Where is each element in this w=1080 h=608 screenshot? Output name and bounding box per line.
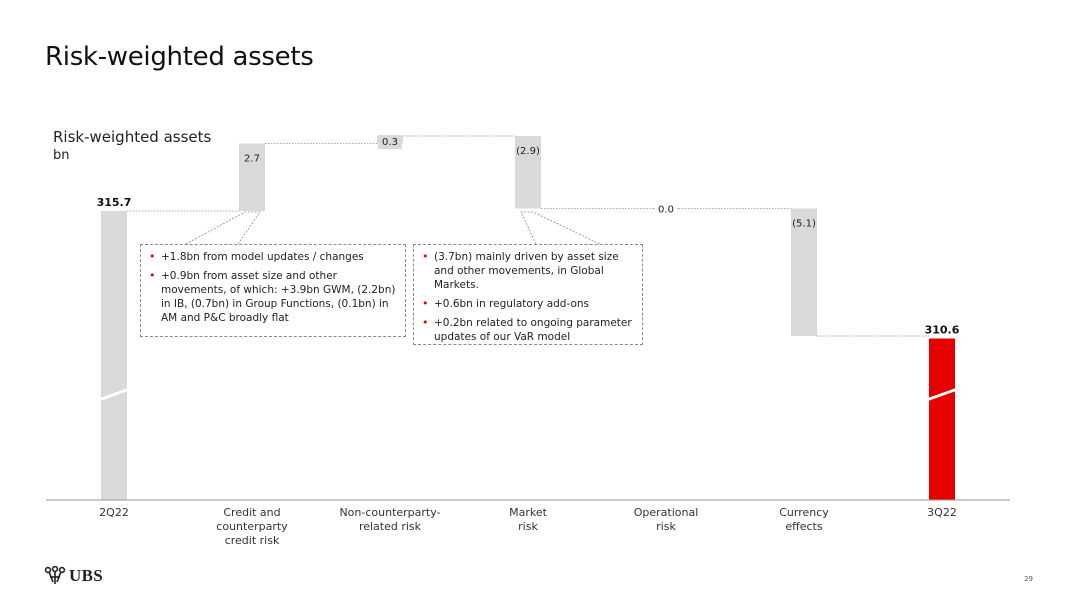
axis-break-mark	[928, 388, 956, 401]
x-axis-label-line: effects	[785, 520, 823, 533]
bar-delta	[791, 208, 817, 336]
callout-bullet: +0.9bn from asset size and other movemen…	[147, 269, 399, 325]
page-number: 29	[1024, 575, 1033, 583]
x-axis-label-line: related risk	[358, 520, 422, 533]
data-label: 2.7	[244, 154, 260, 165]
data-label: 0.3	[382, 137, 398, 148]
bar-2q22	[101, 211, 127, 500]
data-label: (5.1)	[792, 219, 816, 230]
x-axis-label-line: Operational	[633, 506, 699, 519]
x-axis-label-line: 2Q22	[99, 506, 129, 519]
chart-title: Risk-weighted assets	[53, 128, 212, 146]
page-title: Risk-weighted assets	[45, 42, 314, 72]
callout-bullet: +1.8bn from model updates / changes	[147, 250, 399, 264]
x-axis-label: Non-counterparty-related risk	[325, 506, 455, 534]
x-axis-label-line: risk	[518, 520, 538, 533]
callout-credit-risk: +1.8bn from model updates / changes +0.9…	[140, 244, 406, 337]
x-axis-label-line: credit risk	[224, 534, 280, 547]
callout-pointer-credit-risk	[185, 211, 261, 245]
x-axis-label: 3Q22	[877, 506, 1007, 520]
x-axis-label: 2Q22	[49, 506, 179, 520]
callout-market-risk: (3.7bn) mainly driven by asset size and …	[413, 244, 643, 345]
callout-bullet: +0.6bn in regulatory add-ons	[420, 297, 636, 311]
axis-break-mark	[100, 388, 128, 401]
logo-text: UBS	[69, 566, 103, 585]
data-label-background	[655, 202, 677, 215]
callout-bullet: +0.2bn related to ongoing parameter upda…	[420, 316, 636, 344]
data-label: 310.6	[925, 324, 960, 337]
data-label: 315.7	[97, 196, 132, 209]
data-label: (2.9)	[516, 146, 540, 157]
callout-bullet: (3.7bn) mainly driven by asset size and …	[420, 250, 636, 292]
x-axis-label-line: Non-counterparty-	[339, 506, 441, 519]
chart-unit-label: bn	[53, 148, 70, 163]
x-axis-label-line: Market	[509, 506, 547, 519]
keys-icon	[44, 566, 66, 584]
callout-pointer-market-risk	[520, 211, 601, 245]
x-axis-label-line: Credit and counterparty	[216, 506, 288, 533]
data-label: 0.0	[658, 205, 674, 216]
x-axis-label-line: 3Q22	[927, 506, 957, 519]
bar-3q22	[929, 338, 955, 500]
bar-delta	[239, 143, 265, 211]
x-axis-label-line: Currency	[779, 506, 829, 519]
x-axis-label-line: risk	[656, 520, 676, 533]
ubs-logo: UBS	[44, 566, 103, 586]
data-label-background	[378, 135, 402, 149]
bar-delta	[515, 136, 541, 209]
